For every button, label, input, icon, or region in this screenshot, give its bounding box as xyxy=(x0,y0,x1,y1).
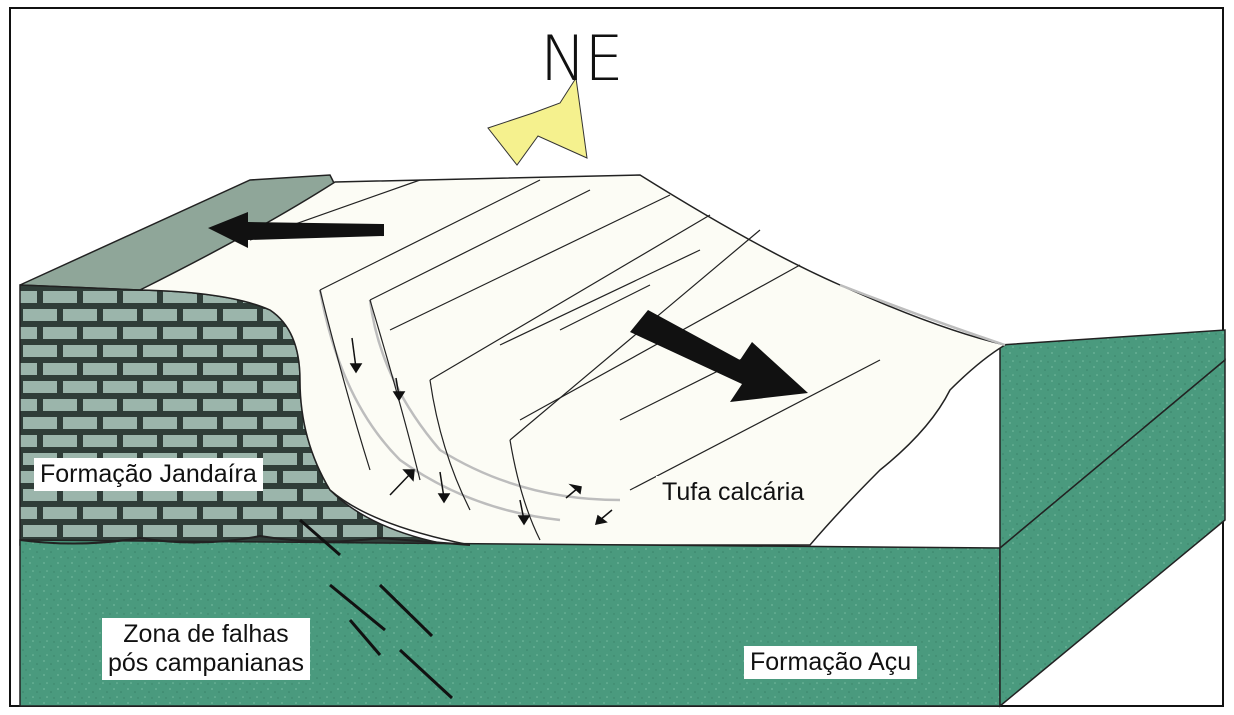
eastward-arrow-icon xyxy=(630,310,808,402)
jandaira-base-line xyxy=(19,534,471,546)
label-fault-zone-line2: pós campanianas xyxy=(108,648,304,677)
label-formacao-acu: Formação Açu xyxy=(744,646,918,679)
acu-side-face xyxy=(999,358,1226,708)
shear-arrows xyxy=(349,337,613,526)
label-fault-zone: Zona de falhas pós campanianas xyxy=(102,618,310,680)
north-east-arrow-icon xyxy=(487,76,588,166)
westward-arrow-icon xyxy=(208,212,384,248)
tufa-body xyxy=(139,174,1007,546)
compass-label: NE xyxy=(540,22,624,95)
label-formacao-jandaira: Formação Jandaíra xyxy=(34,458,263,491)
label-tufa-calcaria: Tufa calcária xyxy=(656,476,811,509)
fault-zone-lines xyxy=(299,518,454,700)
label-fault-zone-line1: Zona de falhas xyxy=(123,620,289,648)
